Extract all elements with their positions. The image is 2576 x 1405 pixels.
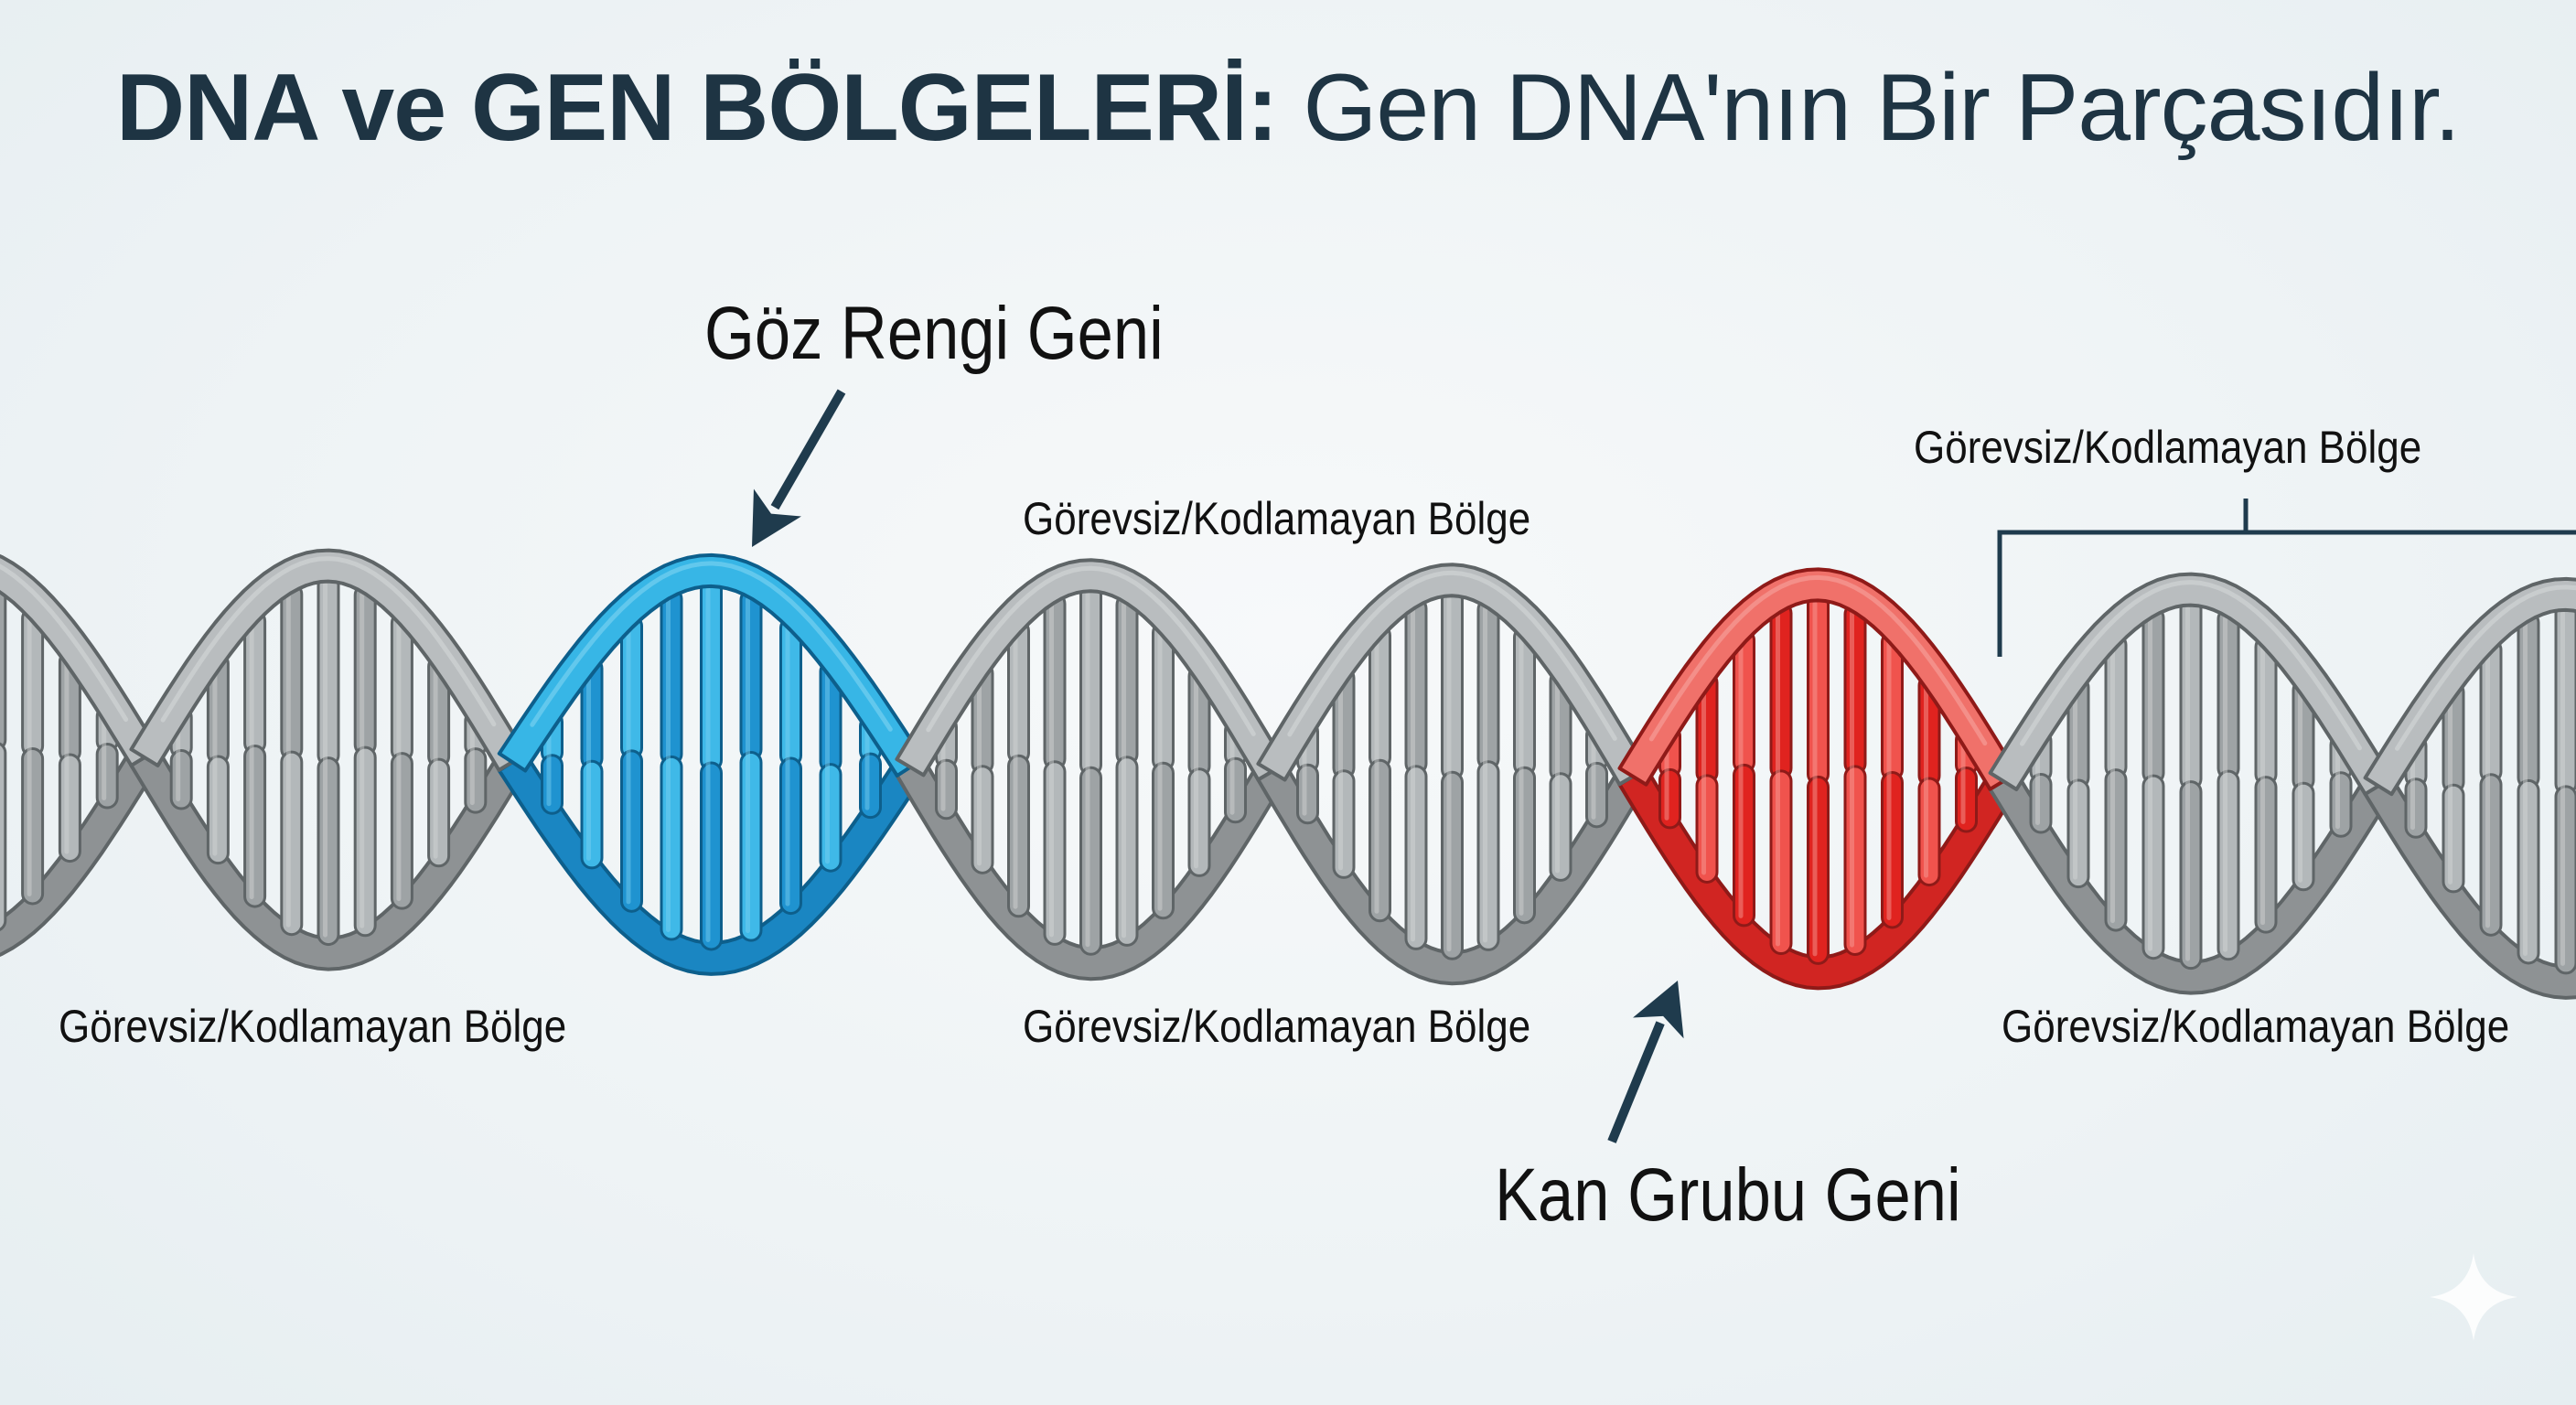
base-pair bbox=[2254, 635, 2278, 934]
base-pair bbox=[58, 649, 81, 863]
base-pair bbox=[243, 609, 267, 908]
gene-label-eye-color: Göz Rengi Geni bbox=[704, 292, 1164, 375]
base-pair bbox=[1843, 602, 1867, 957]
base-pair bbox=[1733, 628, 1755, 928]
base-pair bbox=[353, 583, 377, 938]
base-pair bbox=[1476, 597, 1500, 951]
base-pair bbox=[1404, 596, 1428, 950]
base-pair bbox=[779, 617, 802, 916]
base-pair bbox=[2066, 675, 2090, 889]
noncoding-region-label: Görevsiz/Kodlamayan Bölge bbox=[2002, 1001, 2510, 1052]
blood-gene-arrow-icon bbox=[1607, 981, 1684, 1143]
sparkle-icon bbox=[2430, 1253, 2517, 1341]
base-pair bbox=[660, 587, 683, 941]
base-pair bbox=[620, 614, 643, 913]
base-pair bbox=[2442, 681, 2465, 894]
base-pair bbox=[206, 651, 230, 865]
base-pair bbox=[1917, 673, 1941, 887]
base-pair bbox=[21, 606, 45, 906]
base-pair bbox=[1513, 626, 1536, 925]
base-pair bbox=[1807, 592, 1830, 965]
noncoding-region-bracket bbox=[1997, 499, 2576, 657]
base-pair bbox=[1152, 621, 1175, 920]
base-pair bbox=[739, 588, 763, 942]
base-pair bbox=[1769, 601, 1793, 956]
base-pair bbox=[1441, 587, 1464, 960]
title-subtitle: Gen DNA'nın Bir Parçasıdır. bbox=[1277, 55, 2460, 161]
noncoding-region-label: Görevsiz/Kodlamayan Bölge bbox=[59, 1001, 567, 1052]
base-pair bbox=[2179, 597, 2203, 971]
base-pair bbox=[1007, 619, 1030, 918]
base-pair bbox=[427, 655, 451, 868]
base-pair bbox=[541, 710, 564, 815]
base-pair bbox=[280, 582, 304, 937]
base-pair bbox=[700, 578, 723, 951]
dna-front-strand bbox=[0, 548, 2576, 797]
noncoding-region-label: Görevsiz/Kodlamayan Bölge bbox=[1914, 422, 2422, 473]
base-pair bbox=[2104, 633, 2128, 932]
base-pair bbox=[1043, 592, 1067, 946]
page-title: DNA ve GEN BÖLGELERİ: Gen DNA'nın Bir Pa… bbox=[0, 53, 2576, 163]
annotations bbox=[752, 389, 2576, 1143]
base-pair bbox=[390, 611, 413, 910]
base-pair bbox=[819, 660, 843, 873]
base-pair bbox=[971, 661, 994, 874]
base-pair bbox=[2216, 607, 2240, 961]
eye-gene-arrow-icon bbox=[752, 389, 846, 547]
base-pair bbox=[1881, 630, 1904, 929]
title-bold: DNA ve GEN BÖLGELERİ: bbox=[116, 55, 1279, 161]
base-pair bbox=[317, 574, 340, 947]
gene-label-blood-type: Kan Grubu Geni bbox=[1495, 1153, 1961, 1237]
base-pair bbox=[2554, 602, 2576, 975]
base-pair bbox=[2292, 679, 2315, 892]
noncoding-region-label: Görevsiz/Kodlamayan Bölge bbox=[1023, 1001, 1531, 1052]
base-pair bbox=[2479, 638, 2503, 937]
base-pair bbox=[0, 579, 7, 931]
base-pair bbox=[2141, 606, 2165, 960]
base-pair bbox=[1115, 593, 1139, 947]
base-pair bbox=[1368, 624, 1391, 923]
base-pair bbox=[580, 657, 604, 870]
base-pair bbox=[1079, 583, 1102, 956]
base-pair bbox=[2517, 611, 2540, 965]
base-pair bbox=[1695, 670, 1719, 884]
noncoding-region-label: Görevsiz/Kodlamayan Bölge bbox=[1023, 493, 1531, 544]
base-pair bbox=[2029, 729, 2053, 834]
